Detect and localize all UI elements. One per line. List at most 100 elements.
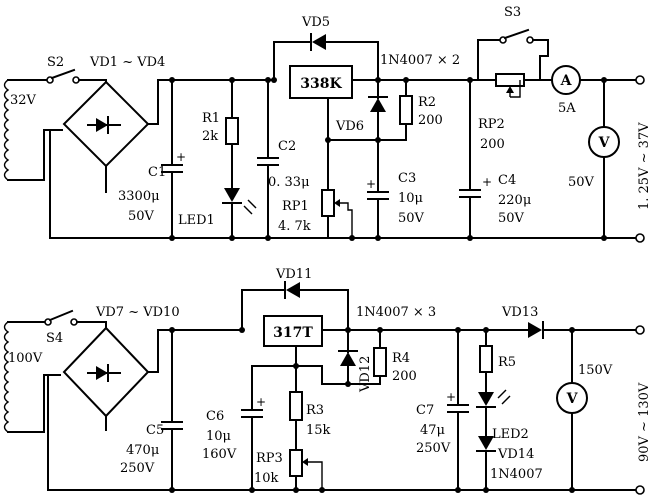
label-s2: S2: [47, 55, 64, 70]
bottom-circuit: +: [3, 281, 645, 495]
switch-s2: [46, 68, 107, 84]
label-c7: C7: [416, 403, 434, 418]
label-c6-voltage: 160V: [202, 447, 237, 462]
label-c3: C3: [398, 171, 416, 186]
capacitor-c2: [257, 79, 279, 239]
resistor-r2: [327, 79, 413, 141]
label-vd7-vd10: VD7 ~ VD10: [95, 305, 180, 320]
label-output-bottom: 90V ~ 130V: [637, 382, 652, 462]
label-c3-value: 10μ: [398, 191, 423, 206]
label-c7-voltage: 250V: [416, 441, 451, 456]
ic-338k: [289, 65, 353, 99]
potentiometer-rp2: [465, 73, 541, 98]
label-c2: C2: [278, 139, 296, 154]
resistor-r1: [225, 79, 239, 189]
capacitor-c5: [161, 329, 183, 491]
svg-text:A: A: [560, 73, 573, 89]
diode-vd11: [284, 281, 300, 299]
label-c4-value: 220μ: [498, 193, 531, 208]
label-vd14: VD14: [497, 447, 534, 462]
label-50v: 50V: [568, 175, 595, 190]
label-c1-value: 3300μ: [118, 189, 160, 204]
label-rp2-value: 200: [480, 137, 505, 152]
diode-vd6: [368, 79, 388, 141]
label-5a: 5A: [558, 101, 576, 116]
ammeter: A: [539, 65, 645, 95]
resistor-r5: [479, 329, 493, 393]
svg-text:+: +: [366, 177, 376, 191]
transformer-coil-top: [3, 79, 10, 181]
resistor-r3: [289, 365, 303, 451]
top-circuit: +: [3, 28, 645, 243]
voltmeter-bottom: V: [556, 329, 645, 495]
label-317t: 317T: [273, 325, 313, 341]
bridge-rectifier-bottom: [62, 321, 150, 418]
label-vd1-vd4: VD1 ~ VD4: [89, 55, 165, 70]
top-labels: S2 VD1 ~ VD4 32V R1 2k C1 3300μ 50V LED1…: [10, 5, 652, 234]
diode-vd12: [295, 329, 358, 385]
label-vd11: VD11: [275, 267, 312, 282]
label-vd13: VD13: [501, 305, 538, 320]
label-s4: S4: [46, 331, 63, 346]
label-r5: R5: [498, 355, 516, 370]
svg-text:V: V: [598, 135, 611, 151]
svg-text:+: +: [176, 150, 186, 164]
transformer-coil-bottom: [3, 321, 10, 433]
label-rp3: RP3: [256, 451, 283, 466]
label-rp2: RP2: [478, 117, 505, 132]
voltmeter-top: V: [588, 79, 645, 243]
label-r2: R2: [418, 95, 436, 110]
label-r1-value: 2k: [202, 129, 218, 144]
label-c7-value: 47μ: [420, 423, 445, 438]
led2: [476, 389, 511, 437]
capacitor-c6: +: [241, 345, 297, 491]
label-c1-voltage: 50V: [128, 209, 155, 224]
label-c5-voltage: 250V: [120, 461, 155, 476]
diode-vd13: [528, 321, 645, 339]
label-led1: LED1: [178, 213, 215, 228]
label-c6-value: 10μ: [206, 429, 231, 444]
label-rp1: RP1: [282, 199, 309, 214]
label-vd5: VD5: [301, 15, 330, 30]
label-338k: 338K: [300, 76, 342, 92]
svg-text:+: +: [482, 175, 492, 189]
label-1n4007: 1N4007: [490, 467, 543, 482]
svg-text:V: V: [566, 391, 579, 407]
label-r4-value: 200: [392, 369, 417, 384]
label-1n4007x2: 1N4007 × 2: [380, 53, 460, 68]
switch-s4: [44, 309, 107, 326]
potentiometer-rp3: [289, 449, 323, 491]
label-r3-value: 15k: [306, 423, 331, 438]
diode-vd14: [476, 436, 496, 491]
svg-text:+: +: [446, 390, 456, 404]
label-c4: C4: [498, 173, 516, 188]
label-1n4007x3: 1N4007 × 3: [356, 305, 436, 320]
label-r3: R3: [306, 403, 324, 418]
bridge-rectifier-top: [62, 79, 150, 168]
potentiometer-rp1: [321, 189, 353, 239]
capacitor-c1: +: [161, 79, 186, 239]
label-vd12: VD12: [358, 356, 373, 393]
led1: [222, 188, 257, 239]
label-output-top: 1. 25V ~ 37V: [637, 122, 652, 210]
label-r4: R4: [392, 351, 410, 366]
label-100v: 100V: [8, 351, 43, 366]
label-150v: 150V: [578, 363, 613, 378]
svg-text:+: +: [256, 395, 266, 409]
label-led2: LED2: [492, 427, 529, 442]
label-r1: R1: [202, 111, 220, 126]
label-rp3-value: 10k: [254, 471, 279, 486]
label-32v: 32V: [10, 93, 37, 108]
diode-vd5: [310, 33, 326, 51]
label-r2-value: 200: [418, 113, 443, 128]
label-c4-voltage: 50V: [498, 211, 525, 226]
label-c6: C6: [206, 409, 224, 424]
label-c1: C1: [148, 165, 166, 180]
switch-s3: [477, 28, 549, 81]
label-c3-voltage: 50V: [398, 211, 425, 226]
capacitor-c7: +: [446, 329, 469, 491]
label-c2-value: 0. 33μ: [268, 175, 310, 190]
bottom-labels: VD11 VD7 ~ VD10 S4 100V C5 470μ 250V C6 …: [8, 267, 652, 486]
label-c5-value: 470μ: [126, 443, 159, 458]
